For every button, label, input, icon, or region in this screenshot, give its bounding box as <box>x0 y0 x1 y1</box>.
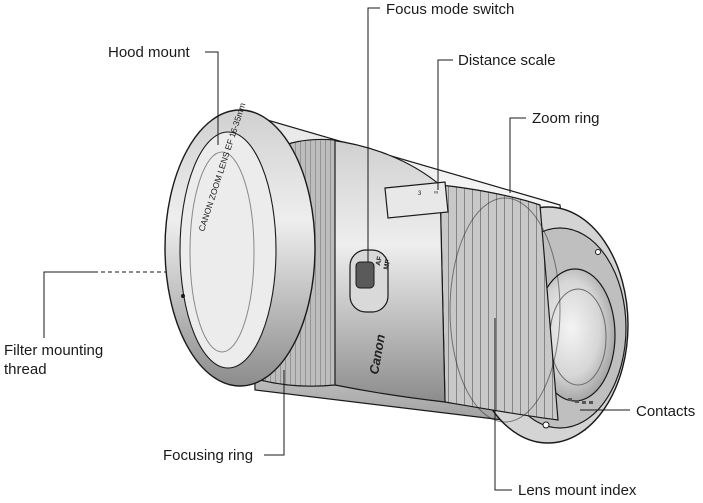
filter-thread-leader <box>43 271 94 338</box>
focusing-ring-label: Focusing ring <box>163 447 254 464</box>
zoom-ring-label: Zoom ring <box>532 110 600 127</box>
hood-mount-leader <box>205 51 219 145</box>
contacts-label: Contacts <box>636 403 696 420</box>
distance-scale-window <box>384 181 449 219</box>
svg-text:3: 3 <box>418 191 422 197</box>
filter-mounting-thread-label-line2: thread <box>4 361 47 378</box>
distance-scale-leader <box>437 59 453 190</box>
focus-mode-switch-label: Focus mode switch <box>386 1 515 18</box>
lens-mount-index-leader <box>494 318 512 491</box>
distance-scale-label: Distance scale <box>458 52 556 69</box>
zoom-ring <box>439 184 559 421</box>
mf-engraving: MF <box>383 258 392 270</box>
front-ring-inner <box>179 131 277 369</box>
focusing-ring-leader <box>264 370 285 456</box>
svg-text:∞: ∞ <box>434 190 438 196</box>
focus-mode-switch-slider <box>355 261 375 289</box>
filter-mounting-thread-label-line1: Filter mounting <box>4 342 104 359</box>
lens-mount-index-label: Lens mount index <box>518 482 637 499</box>
focus-mode-switch-leader <box>367 7 380 262</box>
hood-mount-label: Hood mount <box>108 44 190 61</box>
brand-engraving: Canon <box>366 333 388 375</box>
af-engraving: AF <box>375 255 384 266</box>
zoom-ring-leader <box>509 117 526 193</box>
contact-pins <box>568 398 593 404</box>
leader-lines <box>43 7 630 491</box>
